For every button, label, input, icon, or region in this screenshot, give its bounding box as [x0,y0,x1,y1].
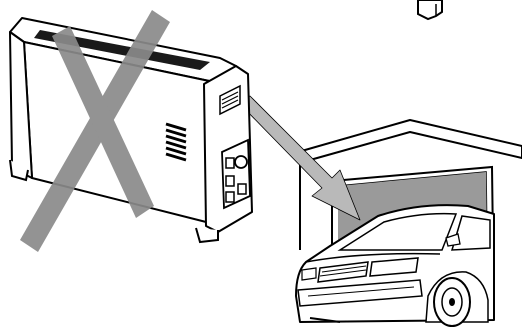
heater-control-panel[interactable] [221,138,251,210]
heater-switch-3[interactable] [225,191,235,203]
car-icon [295,204,495,327]
thermostat-knob-icon[interactable] [234,155,248,169]
car-bumper [297,279,423,307]
heater-top-vent [34,30,210,70]
heater-front-grille [165,122,187,162]
car-windshield [337,212,458,251]
car-wheel [425,271,489,327]
car-headlight [369,257,419,277]
heater-switch-4[interactable] [237,183,247,195]
corner-fragment-icon [417,0,443,21]
arrow-icon [239,95,361,221]
heater-switch-2[interactable] [225,175,235,187]
heater-end-grille [219,84,241,116]
heater-switch-1[interactable] [225,157,235,169]
prohibition-x-icon [20,10,170,252]
car-grille [317,261,369,283]
